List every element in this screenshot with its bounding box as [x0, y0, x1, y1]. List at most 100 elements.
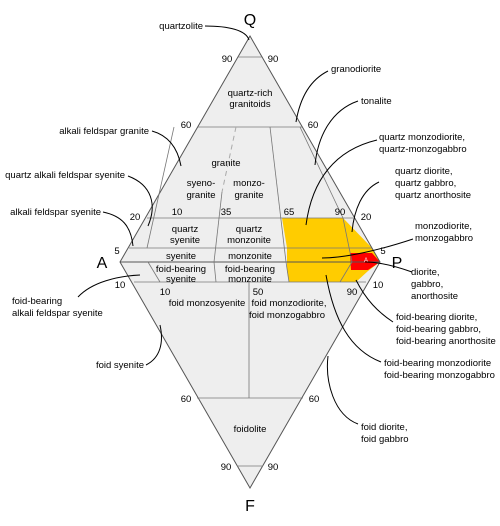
- tick-af90: 90: [347, 287, 358, 298]
- tick-q5-right: 5: [380, 246, 385, 257]
- highlight-diorite-field-upper: [282, 218, 372, 248]
- af65-line: [285, 261, 290, 283]
- cell-quartz-rich-line2: granitoids: [229, 99, 270, 110]
- leader-alkali-feldspar-syenite: [102, 211, 134, 247]
- label-alkali-feldspar-syenite: alkali feldspar syenite: [10, 207, 101, 218]
- lower-triangle-field: [120, 262, 380, 488]
- cell-foid-monzodiorite-line1: foid monzodiorite,: [252, 298, 327, 309]
- cell-quartz-syenite-line2: syenite: [170, 235, 200, 246]
- tick-ap10: 10: [172, 207, 183, 218]
- tick-af50: 50: [253, 287, 264, 298]
- tick-q5-left: 5: [114, 246, 119, 257]
- vertex-q-label: Q: [244, 12, 256, 29]
- cell-foidolite: foidolite: [234, 424, 267, 435]
- tick-q60-right: 60: [308, 120, 319, 131]
- leader-foid-syenite: [145, 324, 162, 366]
- ap10-line: [146, 126, 175, 249]
- label-diorite-line3: anorthosite: [411, 291, 458, 302]
- cell-syenite: syenite: [166, 251, 196, 262]
- leader-quartz-alkali-feldspar-syenite: [127, 175, 153, 227]
- label-monzodiorite-line2: monzogabbro: [415, 233, 473, 244]
- label-foid-bearing-diorite-line1: foid-bearing diorite,: [396, 312, 477, 323]
- cell-quartz-monzonite-line2: monzonite: [227, 235, 271, 246]
- tick-ap65: 65: [284, 207, 295, 218]
- af90-line: [339, 261, 353, 283]
- label-monzodiorite-line1: monzodiorite,: [415, 221, 472, 232]
- tick-f60-right: 60: [309, 394, 320, 405]
- tick-q20-left: 20: [130, 212, 141, 223]
- cell-monzogranite-line2: granite: [234, 190, 263, 201]
- tick-q60-left: 60: [181, 120, 192, 131]
- diamond-outline: [119, 34, 381, 490]
- label-quartz-alkali-feldspar-syenite: quartz alkali feldspar syenite: [5, 170, 125, 181]
- cell-foid-bearing-monzonite-line1: foid-bearing: [225, 264, 275, 275]
- label-foid-bearing-monzodiorite-line1: foid-bearing monzodiorite: [384, 358, 491, 369]
- tick-ap35: 35: [221, 207, 232, 218]
- highlight-diorite-field-lower: [287, 271, 368, 282]
- label-quartzolite: quartzolite: [159, 21, 203, 32]
- tick-f10-right: 10: [373, 280, 384, 291]
- ap65-line: [269, 126, 287, 263]
- leader-foid-bearing-monzodiorite: [325, 274, 382, 363]
- cell-foid-bearing-monzonite-line2: monzonite: [228, 274, 272, 285]
- af35-line: [213, 261, 217, 283]
- leader-monzodiorite: [321, 238, 414, 259]
- cell-marker-letter: A: [364, 258, 368, 264]
- label-granodiorite: granodiorite: [331, 64, 381, 75]
- cell-quartz-monzonite-line1: quartz: [236, 224, 263, 235]
- label-foid-bearing-diorite-line3: foid-bearing anorthosite: [396, 336, 496, 347]
- leader-granodiorite: [295, 70, 329, 123]
- vertex-p-label: P: [392, 255, 403, 272]
- tick-f90-right: 90: [268, 462, 279, 473]
- tick-q20-right: 20: [361, 212, 372, 223]
- tick-q90-left: 90: [222, 54, 233, 65]
- ap35-dashed-line: [221, 126, 237, 193]
- label-foid-bearing-diorite-line2: foid-bearing gabbro,: [396, 324, 481, 335]
- label-alkali-feldspar-granite: alkali feldspar granite: [59, 126, 149, 137]
- leader-quartz-diorite: [351, 181, 380, 233]
- cell-granite: granite: [211, 158, 240, 169]
- cell-monzogranite-line1: monzo-: [233, 178, 265, 189]
- label-foid-diorite-line2: foid gabbro: [361, 434, 409, 445]
- cell-quartz-rich-line1: quartz-rich: [228, 88, 273, 99]
- leader-foid-bearing-diorite: [355, 279, 394, 323]
- label-foid-bearing-monzodiorite-line2: foid-bearing monzogabbro: [384, 370, 495, 381]
- cell-syenogranite-line1: syeno-: [187, 178, 216, 189]
- label-diorite-line1: diorite,: [411, 267, 440, 278]
- cell-quartz-syenite-line1: quartz: [172, 224, 199, 235]
- label-foid-bearing-alkali-line1: foid-bearing: [12, 296, 62, 307]
- ap35-line: [213, 191, 223, 263]
- leader-diorite: [364, 261, 413, 273]
- label-foid-syenite: foid syenite: [96, 360, 144, 371]
- cell-foid-bearing-syenite-line1: foid-bearing: [156, 264, 206, 275]
- label-foid-diorite-line1: foid diorite,: [361, 422, 407, 433]
- leader-alkali-feldspar-granite: [151, 130, 182, 167]
- cell-foid-monzosyenite: foid monzosyenite: [169, 298, 246, 309]
- leader-tonalite: [314, 100, 359, 166]
- cell-foid-monzodiorite-line2: foid monzogabbro: [249, 310, 325, 321]
- tick-f10-left: 10: [115, 280, 126, 291]
- label-quartz-diorite-line2: quartz gabbro,: [395, 178, 456, 189]
- leader-quartz-monzodiorite: [305, 139, 378, 226]
- tick-f60-left: 60: [181, 394, 192, 405]
- tick-f90-left: 90: [221, 462, 232, 473]
- leader-foid-bearing-alkali-feldspar-syenite: [77, 274, 141, 298]
- label-quartz-diorite-line1: quartz diorite,: [395, 166, 453, 177]
- label-quartz-monzodiorite-line1: quartz monzodiorite,: [379, 132, 465, 143]
- cell-syenogranite-line2: granite: [186, 190, 215, 201]
- cell-monzonite: monzonite: [228, 251, 272, 262]
- tick-q90-right: 90: [268, 54, 279, 65]
- cell-foid-bearing-syenite-line2: syenite: [166, 274, 196, 285]
- ap90-line: [299, 126, 344, 219]
- upper-triangle-field: [120, 36, 380, 262]
- tick-af10: 10: [160, 287, 171, 298]
- label-tonalite: tonalite: [361, 96, 392, 107]
- vertex-a-label: A: [97, 255, 108, 272]
- label-quartz-diorite-line3: quartz anorthosite: [395, 190, 471, 201]
- af10-line: [147, 261, 161, 283]
- leader-quartzolite: [204, 25, 250, 41]
- label-quartz-monzodiorite-line2: quartz-monzogabbro: [379, 144, 467, 155]
- ap90-lower-line: [342, 217, 353, 263]
